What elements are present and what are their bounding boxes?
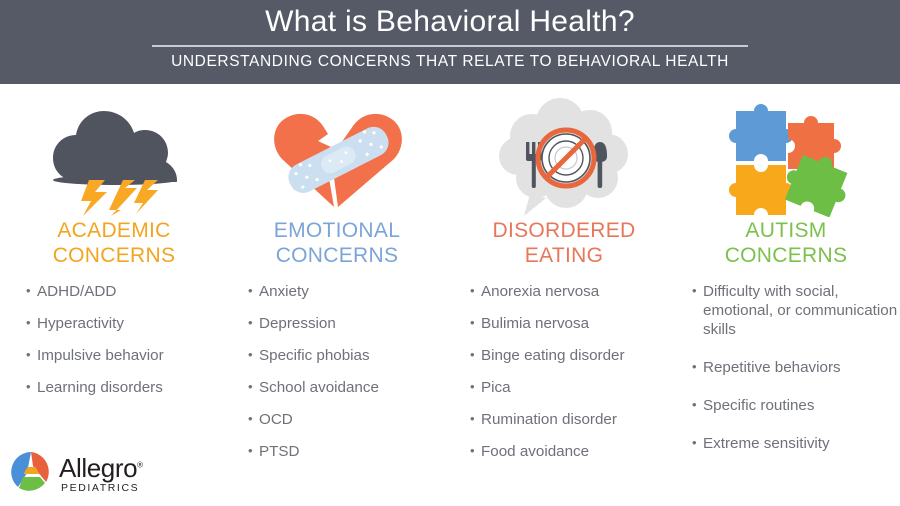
list-item: Impulsive behavior (26, 345, 228, 365)
list-item: Food avoidance (470, 441, 682, 461)
list-item: Specific phobias (248, 345, 454, 365)
concern-columns: ACADEMIC CONCERNS ADHD/ADD Hyperactivity… (0, 84, 900, 474)
column-disordered-eating: DISORDERED EATING Anorexia nervosa Bulim… (454, 96, 682, 474)
list-item: ADHD/ADD (26, 281, 228, 301)
column-emotional-concerns: EMOTIONAL CONCERNS Anxiety Depression Sp… (228, 96, 454, 474)
thought-bubble-no-food-icon (462, 96, 682, 218)
allegro-pediatrics-logo[interactable]: Allegro® PEDIATRICS (10, 451, 143, 498)
list-item: Extreme sensitivity (692, 433, 900, 453)
list-item: School avoidance (248, 377, 454, 397)
bullet-list-disordered-eating: Anorexia nervosa Bulimia nervosa Binge e… (462, 281, 682, 461)
column-heading-emotional: EMOTIONAL CONCERNS (273, 219, 401, 267)
list-item: Bulimia nervosa (470, 313, 682, 333)
list-item: Depression (248, 313, 454, 333)
list-item: Repetitive behaviors (692, 357, 900, 377)
allegro-circle-mark-icon (10, 451, 52, 498)
list-item: Difficulty with social, emotional, or co… (692, 281, 900, 339)
list-item: Anxiety (248, 281, 454, 301)
bullet-list-emotional: Anxiety Depression Specific phobias Scho… (238, 281, 454, 461)
header-divider (152, 45, 748, 47)
bullet-list-academic: ADHD/ADD Hyperactivity Impulsive behavio… (14, 281, 228, 397)
column-academic-concerns: ACADEMIC CONCERNS ADHD/ADD Hyperactivity… (0, 96, 228, 474)
bullet-list-autism: Difficulty with social, emotional, or co… (686, 281, 900, 453)
list-item: Learning disorders (26, 377, 228, 397)
page-title: What is Behavioral Health? (265, 5, 635, 38)
list-item: Pica (470, 377, 682, 397)
column-autism-concerns: AUTISM CONCERNS Difficulty with social, … (682, 96, 900, 474)
list-item: OCD (248, 409, 454, 429)
column-heading-academic: ACADEMIC CONCERNS (52, 219, 176, 267)
page-header: What is Behavioral Health? UNDERSTANDING… (0, 0, 900, 84)
logo-name: Allegro® (59, 453, 143, 484)
storm-cloud-lightning-icon (14, 96, 228, 218)
puzzle-pieces-icon (686, 96, 900, 218)
registered-mark: ® (137, 460, 143, 470)
column-heading-disordered-eating: DISORDERED EATING (492, 219, 636, 267)
page-subtitle: UNDERSTANDING CONCERNS THAT RELATE TO BE… (171, 53, 729, 70)
list-item: Specific routines (692, 395, 900, 415)
list-item: Anorexia nervosa (470, 281, 682, 301)
broken-heart-bandage-icon (238, 96, 454, 218)
column-heading-autism: AUTISM CONCERNS (724, 219, 848, 267)
list-item: Rumination disorder (470, 409, 682, 429)
list-item: Binge eating disorder (470, 345, 682, 365)
logo-wordmark: Allegro® PEDIATRICS (59, 455, 143, 494)
list-item: PTSD (248, 441, 454, 461)
logo-tagline: PEDIATRICS (61, 482, 140, 495)
list-item: Hyperactivity (26, 313, 228, 333)
